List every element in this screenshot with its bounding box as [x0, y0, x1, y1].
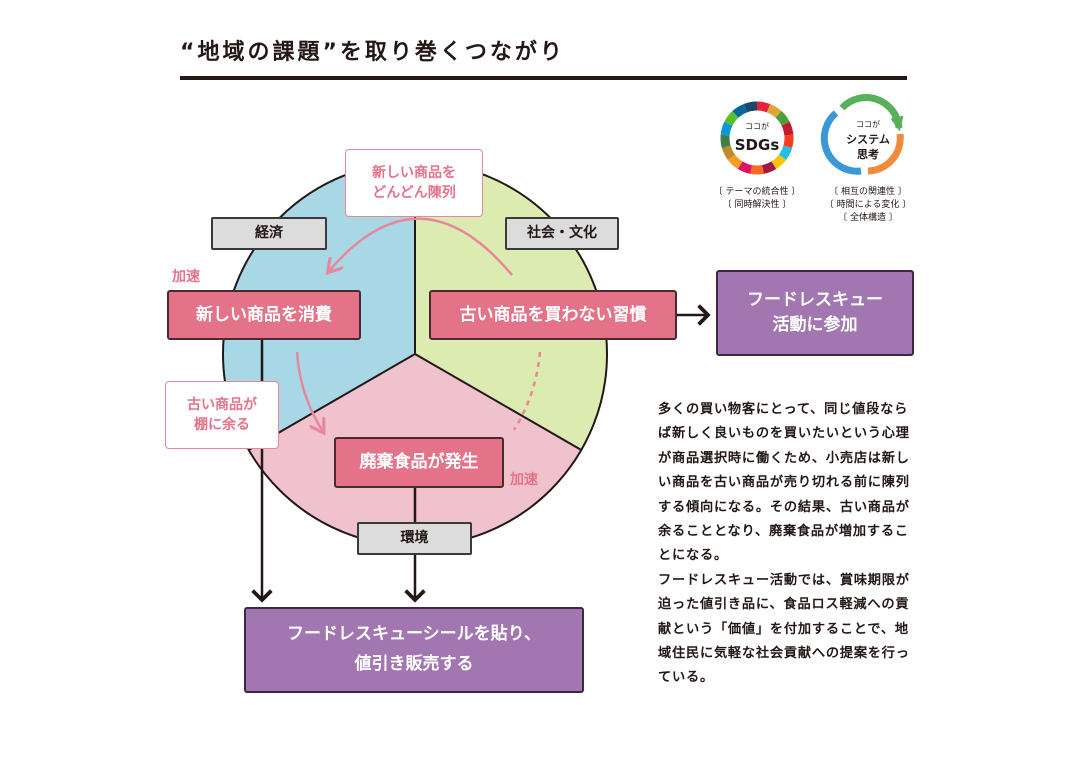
system-main-label-1: システム	[846, 133, 890, 146]
sdgs-ring-segment	[732, 103, 748, 118]
system-small-label: ココが	[856, 119, 880, 129]
accel-arrow-right-dashed	[512, 351, 542, 431]
sdgs-small-label: ココが	[745, 121, 769, 131]
sdgs-ring-segment	[720, 134, 731, 148]
sdgs-caption-1: 〔 テーマの統合性 〕	[713, 187, 801, 197]
system-caption-1: 〔 相互の関連性 〕	[829, 187, 907, 197]
accel-label-right: 加速	[510, 472, 538, 488]
sdgs-ring-segment	[737, 161, 753, 174]
sdgs-ring-segment	[771, 154, 787, 170]
sdgs-caption-2: 〔 同時解決性 〕	[722, 200, 792, 210]
category-society: 社会・文化	[505, 217, 619, 250]
sdgs-ring-segment	[721, 145, 736, 160]
sdgs-ring-segment	[781, 121, 794, 136]
sdgs-ring-segment	[743, 101, 758, 113]
note-display-new: 新しい商品を どんどん陳列	[345, 149, 483, 217]
accel-label-left: 加速	[172, 269, 200, 285]
note-old-left: 古い商品が 棚に余る	[165, 381, 279, 449]
system-caption-2: 〔 時間による変化 〕	[824, 200, 912, 210]
category-environment: 環境	[357, 522, 472, 555]
sdgs-ring-segment	[727, 154, 743, 170]
explanation-text: 多くの買い物客にとって、同じ値段ならば新しく良いものを買いたいという心理が商品選…	[658, 398, 918, 691]
sdgs-main-label: SDGs	[735, 136, 780, 154]
sdgs-ring-segment	[778, 145, 793, 160]
title-underline	[180, 76, 907, 80]
accel-arrow-left	[295, 351, 322, 430]
box-waste: 廃棄食品が発生	[334, 437, 504, 488]
sdgs-logo-icon	[720, 101, 794, 175]
system-main-label-2: 思考	[857, 147, 879, 161]
sdgs-ring-segment	[783, 134, 794, 148]
system-captions: 〔 相互の関連性 〕 〔 時間による変化 〕 〔 全体構造 〕	[808, 186, 928, 225]
sdgs-captions: 〔 テーマの統合性 〕 〔 同時解決性 〕	[697, 186, 817, 212]
sdgs-ring-segment	[761, 161, 777, 174]
box-habit: 古い商品を買わない習慣	[429, 290, 677, 340]
category-economy: 経済	[211, 217, 327, 250]
explanation-paragraph-2: フードレスキュー活動では、賞味期限が迫った値引き品に、食品ロス軽減への貢献という…	[658, 572, 910, 686]
accel-arrow-top	[330, 217, 513, 276]
divider-right	[414, 353, 582, 451]
page-title: “地域の課題”を取り巻くつながり	[180, 40, 565, 65]
sdgs-ring-segment	[724, 111, 739, 126]
box-food-rescue-join: フードレスキュー 活動に参加	[716, 270, 914, 356]
sdgs-ring-segment	[775, 111, 790, 126]
explanation-paragraph-1: 多くの買い物客にとって、同じ値段ならば新しく良いものを買いたいという心理が商品選…	[658, 402, 910, 564]
box-consume-new: 新しい商品を消費	[167, 290, 361, 340]
box-sticker-sale: フードレスキューシールを貼り、 値引き販売する	[244, 607, 584, 693]
system-caption-3: 〔 全体構造 〕	[838, 213, 898, 223]
sdgs-ring-segment	[756, 101, 771, 113]
sdgs-ring-segment	[720, 121, 733, 136]
sdgs-ring-segment	[766, 103, 782, 118]
system-thinking-logo-icon	[820, 94, 904, 175]
sdgs-ring-segment	[750, 165, 764, 175]
